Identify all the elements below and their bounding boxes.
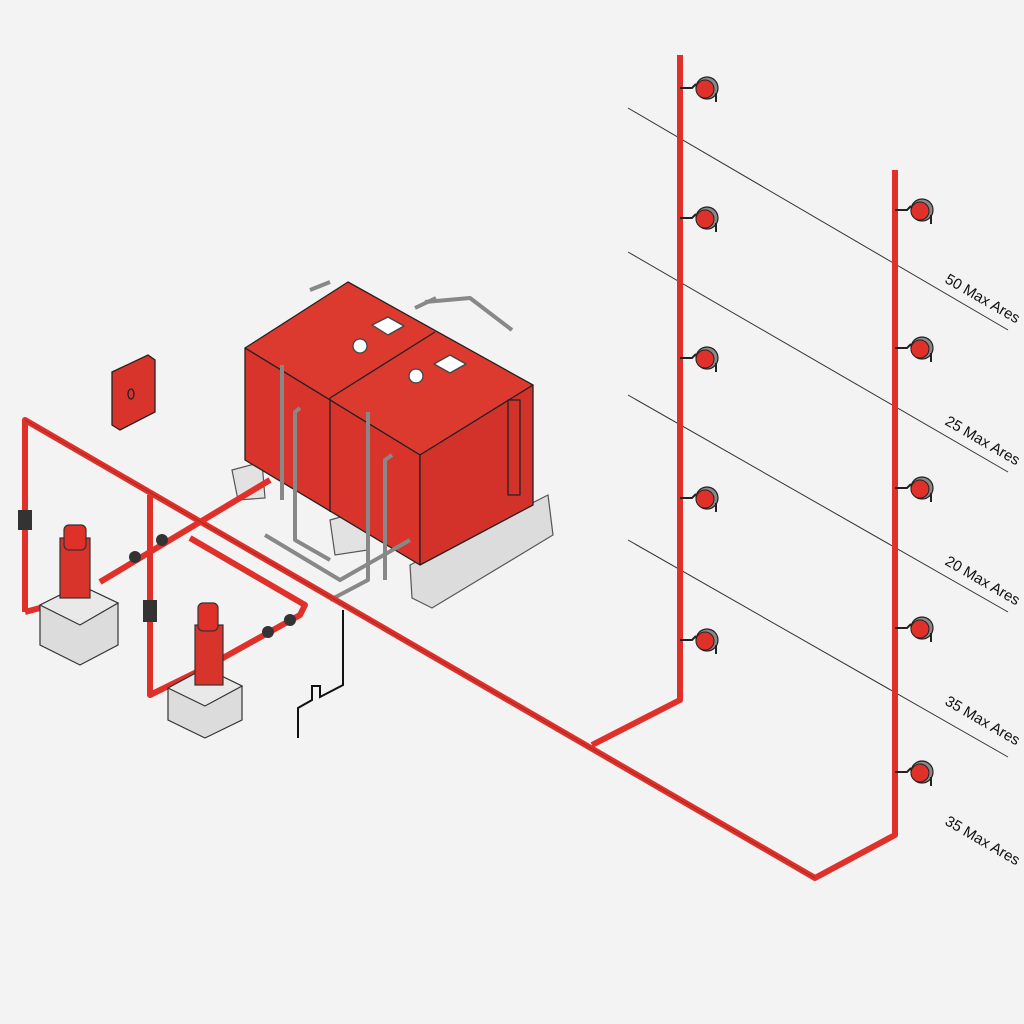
control-panel [111, 354, 156, 431]
valve-icon [284, 614, 296, 626]
zone-divider-lines [627, 107, 1009, 758]
sprinkler-head-icon [895, 760, 934, 786]
vent-pipes [263, 280, 514, 602]
valve-icon [262, 626, 274, 638]
valve-icon [156, 534, 168, 546]
sprinkler-head-icon [680, 206, 719, 232]
sprinkler-head-icon [895, 476, 934, 502]
pump-2-loop [147, 495, 308, 698]
zone-line [627, 394, 1009, 613]
sprinkler-head-icon [680, 76, 719, 102]
tank-side-face [419, 384, 534, 566]
sprinkler-head-icon [895, 198, 934, 224]
zone-label: 35 Max Ares [942, 693, 1023, 749]
zone-line [627, 107, 1009, 331]
sprinkler-head-icon [680, 346, 719, 372]
valves [18, 510, 296, 638]
sprinkler-head-icon [895, 336, 934, 362]
alarm-wire [297, 610, 344, 738]
tank-outlet-pipe [98, 477, 272, 585]
zone-line [627, 251, 1009, 473]
pump-1 [38, 524, 120, 666]
valve-icon [129, 551, 141, 563]
valve-icon [18, 510, 32, 530]
water-tanks [244, 280, 534, 602]
riser-1 [590, 55, 683, 748]
tank-hatches [352, 316, 467, 384]
level-gauge [507, 399, 521, 496]
pump-2 [166, 602, 244, 739]
sprinkler-head-icon [895, 616, 934, 642]
zone-label: 35 Max Ares [942, 813, 1023, 869]
sprinkler-heads [680, 76, 934, 786]
sprinkler-head-icon [680, 628, 719, 654]
zone-line [627, 539, 1009, 758]
sprinkler-head-icon [680, 486, 719, 512]
valve-icon [143, 600, 157, 622]
zone-labels: 50 Max Ares 25 Max Ares 20 Max Ares 35 M… [942, 271, 1023, 869]
